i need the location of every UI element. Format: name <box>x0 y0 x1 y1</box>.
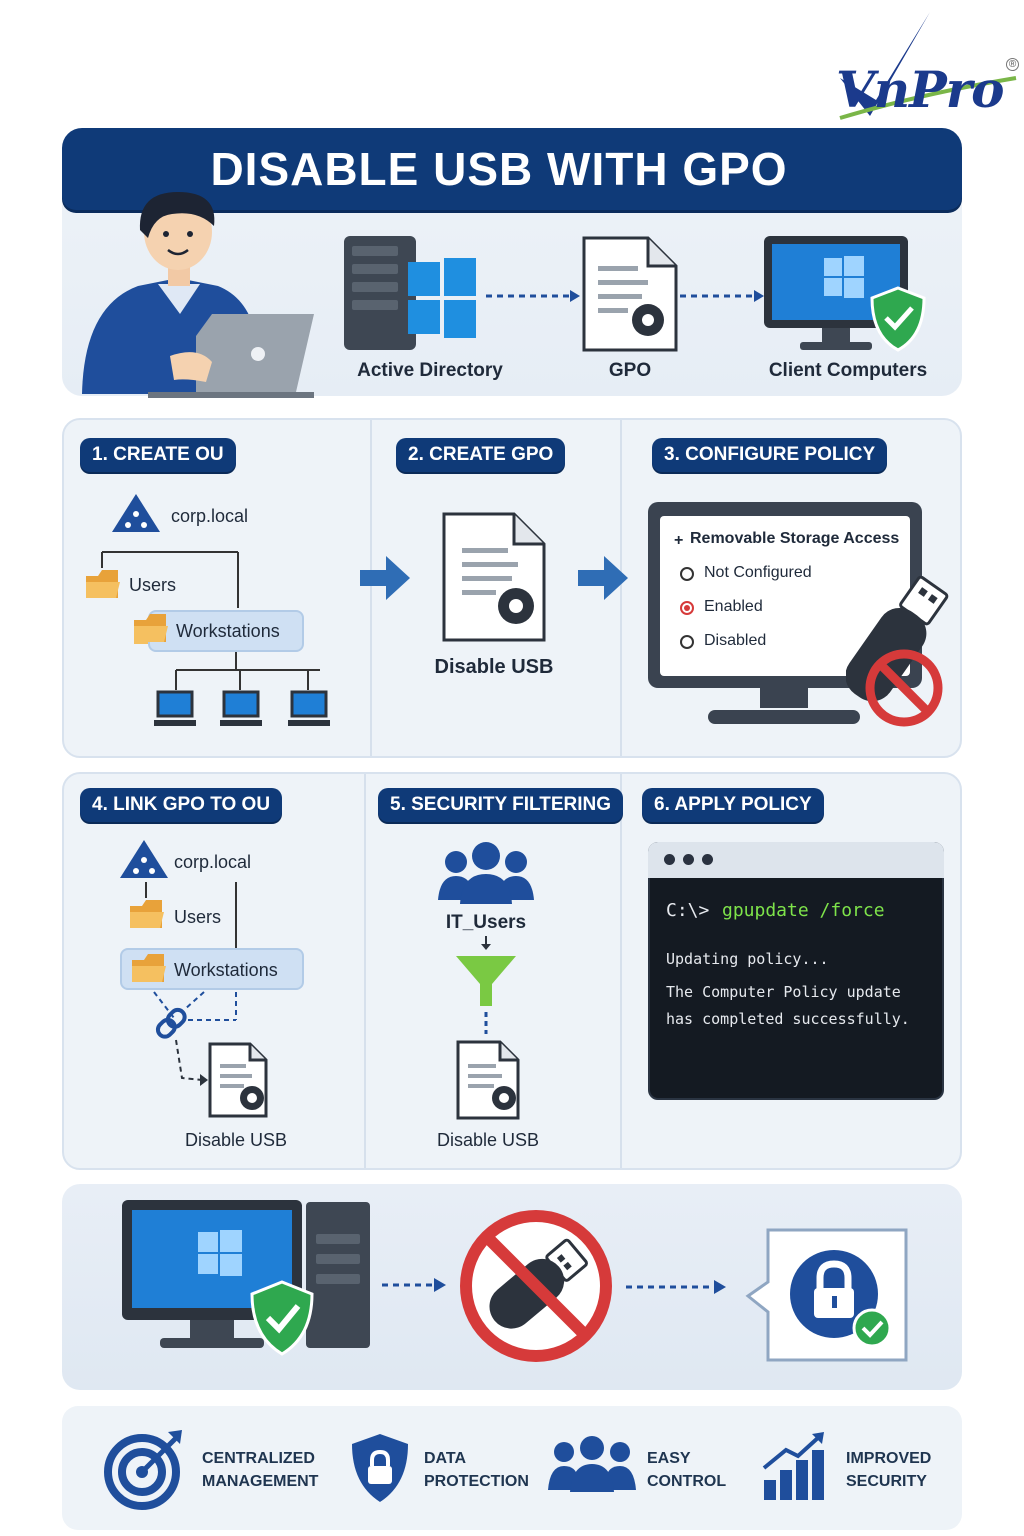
users-icon <box>548 1436 636 1492</box>
shield-lock-icon <box>352 1434 408 1502</box>
radio-enabled[interactable] <box>680 601 694 615</box>
folder-icon <box>132 954 166 982</box>
step-5-title: 5. SECURITY FILTERING <box>378 788 623 822</box>
terminal-window <box>648 842 944 1100</box>
registered-mark: ® <box>1006 58 1019 71</box>
window-dot <box>683 854 694 865</box>
terminal-prompt: C:\> <box>666 900 710 921</box>
gpo-name-label: Disable USB <box>184 1130 288 1150</box>
admin-person-icon <box>82 192 314 398</box>
title-banner <box>62 128 962 210</box>
users-group-icon <box>438 842 534 904</box>
step-6-title: 6. APPLY POLICY <box>642 788 824 822</box>
window-dot <box>664 854 675 865</box>
secured-computer-icon <box>122 1200 370 1356</box>
filter-icon <box>456 936 516 1034</box>
divider <box>620 774 622 1168</box>
page-title: DISABLE USB WITH GPO <box>210 143 788 195</box>
domain-label: corp.local <box>171 506 249 526</box>
secure-lock-callout <box>745 1228 908 1362</box>
divider <box>370 420 372 756</box>
workstations-ou-label: Workstations <box>174 960 278 980</box>
terminal-titlebar <box>648 842 944 878</box>
benefit-line: IMPROVED <box>846 1450 932 1467</box>
step-2-title: 2. CREATE GPO <box>396 438 566 472</box>
radio-disabled[interactable] <box>680 635 694 649</box>
vnpro-logo <box>839 12 1017 120</box>
monitor-stand <box>708 686 860 724</box>
step-arrow <box>360 556 410 600</box>
workstations-ou-label: Workstations <box>176 621 280 641</box>
benefit-data-protection: DATA PROTECTION <box>424 1447 529 1493</box>
radio-not-configured[interactable] <box>680 567 694 581</box>
gpo-document-icon <box>442 512 546 642</box>
flow-arrow-4 <box>626 1280 726 1294</box>
flow-arrow-1 <box>486 290 580 302</box>
terminal-command: gpupdate /force <box>722 900 885 921</box>
gpo-document-icon <box>456 1040 520 1120</box>
window-dot <box>702 854 713 865</box>
growth-chart-icon <box>762 1432 824 1500</box>
monitor-shield-icon <box>764 236 926 352</box>
users-ou-label: Users <box>174 907 222 927</box>
benefit-easy-control: EASY CONTROL <box>647 1447 726 1493</box>
active-directory-label: Active Directory <box>357 360 503 381</box>
flow-arrow-3 <box>382 1278 446 1292</box>
gpo-label: GPO <box>608 360 652 381</box>
step-4-title: 4. LINK GPO TO OU <box>80 788 283 822</box>
client-computers-label: Client Computers <box>768 360 928 381</box>
folder-icon <box>134 614 168 642</box>
option-enabled-label: Enabled <box>704 598 763 615</box>
gpo-name-label: Disable USB <box>434 656 554 678</box>
benefit-line: EASY <box>647 1450 691 1467</box>
benefit-line: CENTRALIZED <box>202 1450 315 1467</box>
domain-label: corp.local <box>174 852 252 872</box>
server-windows-icon <box>344 236 476 350</box>
users-ou-label: Users <box>129 575 177 595</box>
benefit-line: CONTROL <box>647 1473 727 1490</box>
benefit-centralized-management: CENTRALIZED MANAGEMENT <box>202 1447 318 1493</box>
divider <box>620 420 622 756</box>
no-usb-icon <box>460 1210 612 1362</box>
gpo-document-icon <box>582 236 678 352</box>
logo-text: VnPro <box>836 60 1004 119</box>
terminal-output-line: has completed successfully. <box>666 1010 910 1028</box>
benefit-line: SECURITY <box>846 1473 927 1490</box>
step-1-title: 1. CREATE OU <box>80 438 236 472</box>
expand-icon: + <box>674 532 684 549</box>
policy-name: Removable Storage Access <box>690 530 900 547</box>
option-disabled-label: Disabled <box>704 632 767 649</box>
link-gpo-diagram <box>120 840 268 1118</box>
benefit-line: PROTECTION <box>424 1473 529 1490</box>
benefit-improved-security: IMPROVED SECURITY <box>846 1447 931 1493</box>
terminal-output-line: The Computer Policy update <box>666 983 901 1001</box>
divider <box>364 774 366 1168</box>
gpo-name-label: Disable USB <box>436 1130 540 1150</box>
terminal-output-line: Updating policy... <box>666 950 829 968</box>
security-group-label: IT_Users <box>445 912 527 933</box>
benefit-line: MANAGEMENT <box>202 1473 319 1490</box>
benefit-line: DATA <box>424 1450 467 1467</box>
target-icon <box>104 1430 182 1510</box>
workstations-ou-highlight <box>148 610 304 652</box>
flow-arrow-2 <box>680 290 764 302</box>
step-3-title: 3. CONFIGURE POLICY <box>652 438 888 472</box>
usb-blocked-icon <box>846 576 949 727</box>
option-not-configured-label: Not Configured <box>704 564 812 581</box>
step-arrow <box>578 556 628 600</box>
